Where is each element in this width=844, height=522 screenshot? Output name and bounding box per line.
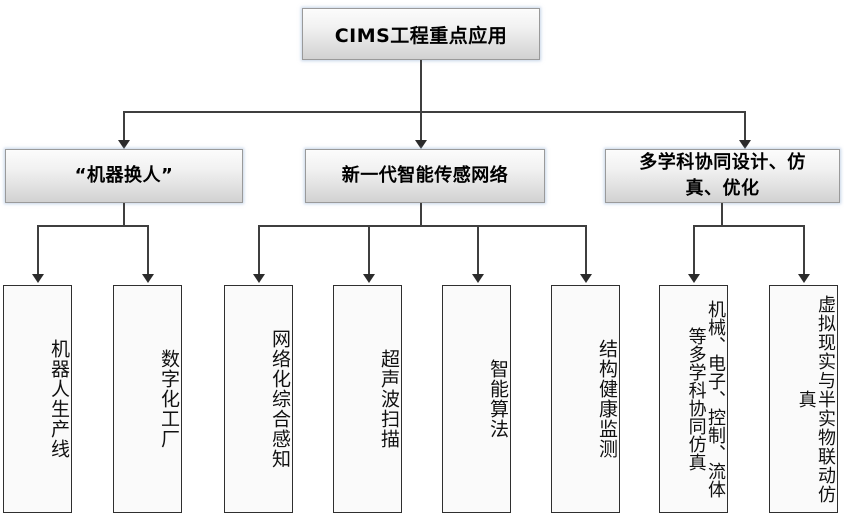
node-leaf-multidiscipline-cosimulation[interactable]: 机械、电子、控制、流体等多学科协同仿真 — [659, 285, 728, 513]
node-leaf-structural-health-monitoring[interactable]: 结构健康监测 — [551, 285, 620, 513]
connector-drop-g1-1 — [37, 225, 39, 277]
connector-drop-g3-2 — [803, 225, 805, 277]
node-leaf-networked-integrated-sensing[interactable]: 网络化综合感知 — [224, 285, 293, 513]
node-l2-label-3: 多学科协同设计、仿 真、优化 — [639, 152, 806, 199]
node-leaf-ultrasonic-scanning[interactable]: 超声波扫描 — [333, 285, 402, 513]
connector-drop-l2-1 — [123, 111, 125, 143]
arrow-l2-1 — [118, 140, 130, 149]
node-leaf-digital-factory[interactable]: 数字化工厂 — [113, 285, 182, 513]
node-leaf-label-3: 网络化综合感知 — [269, 329, 291, 469]
node-l2-smart-sensing-network[interactable]: 新一代智能传感网络 — [305, 149, 545, 203]
node-leaf-label-2: 数字化工厂 — [158, 349, 180, 449]
node-l2-robot-replace[interactable]: “机器换人” — [5, 149, 243, 203]
connector-bus-g3 — [693, 225, 805, 227]
arrow-leaf-5 — [472, 274, 484, 283]
node-root-cims[interactable]: CIMS工程重点应用 — [302, 8, 540, 60]
connector-drop-g2-1 — [258, 225, 260, 277]
arrow-leaf-1 — [32, 274, 44, 283]
arrow-leaf-2 — [142, 274, 154, 283]
connector-stem-g1 — [123, 203, 125, 226]
arrow-leaf-3 — [253, 274, 265, 283]
arrow-leaf-4 — [363, 274, 375, 283]
arrow-l2-2 — [415, 140, 427, 149]
node-leaf-intelligent-algorithm[interactable]: 智能算法 — [442, 285, 511, 513]
connector-bus-g1 — [37, 225, 149, 227]
connector-drop-g3-1 — [693, 225, 695, 277]
connector-drop-g2-2 — [368, 225, 370, 277]
node-leaf-label-8: 虚拟现实与半实物联动仿真 — [795, 294, 836, 504]
connector-bus-g2 — [258, 225, 587, 227]
arrow-l2-3 — [739, 140, 751, 149]
connector-stem-g2 — [420, 203, 422, 226]
connector-drop-g2-3 — [477, 225, 479, 277]
node-root-label: CIMS工程重点应用 — [334, 24, 508, 47]
node-leaf-label-4: 超声波扫描 — [378, 349, 400, 449]
connector-drop-l2-3 — [744, 111, 746, 143]
connector-drop-l2-2 — [420, 111, 422, 143]
connector-stem-g3 — [721, 203, 723, 226]
connector-drop-g1-2 — [147, 225, 149, 277]
connector-root-stem — [420, 60, 422, 112]
node-leaf-label-7: 机械、电子、控制、流体等多学科协同仿真 — [685, 300, 726, 498]
node-l2-label-2: 新一代智能传感网络 — [341, 165, 509, 186]
arrow-leaf-6 — [580, 274, 592, 283]
node-l2-label-1: “机器换人” — [74, 165, 174, 186]
node-l2-multidisciplinary-codesign[interactable]: 多学科协同设计、仿 真、优化 — [605, 149, 840, 203]
connector-level2-bus — [123, 111, 745, 113]
node-leaf-robot-production-line[interactable]: 机器人生产线 — [3, 285, 72, 513]
node-leaf-label-5: 智能算法 — [487, 359, 509, 439]
arrow-leaf-8 — [798, 274, 810, 283]
node-leaf-label-6: 结构健康监测 — [596, 339, 618, 459]
node-leaf-vr-hil-simulation[interactable]: 虚拟现实与半实物联动仿真 — [769, 285, 838, 513]
arrow-leaf-7 — [688, 274, 700, 283]
connector-drop-g2-4 — [585, 225, 587, 277]
node-leaf-label-1: 机器人生产线 — [48, 339, 70, 459]
